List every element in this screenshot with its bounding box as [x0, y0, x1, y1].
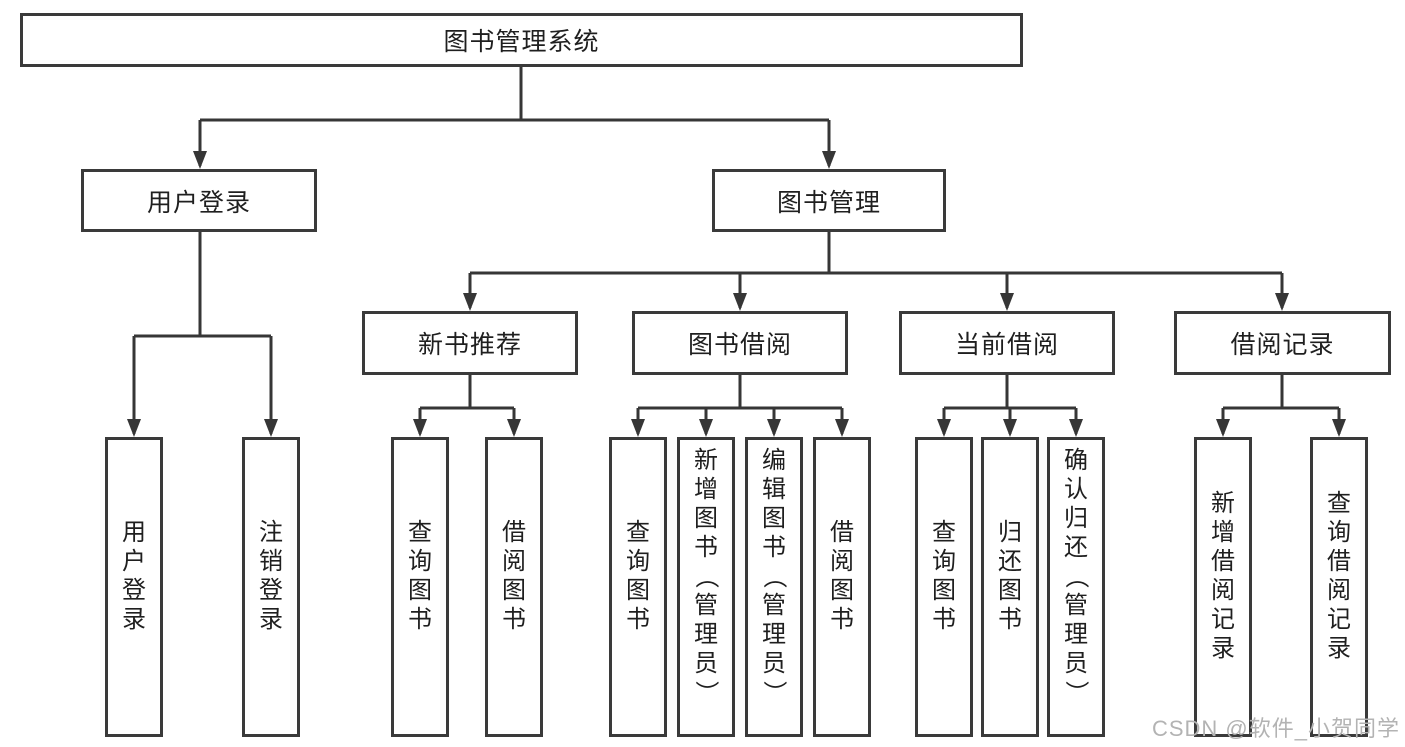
node-book-management-label: 图书管理 — [776, 188, 881, 217]
leaf-query-books-borrow-label: 查询图书 — [626, 519, 650, 633]
leaf-query-borrow-record: 查询借阅记录 — [1310, 437, 1368, 737]
leaf-borrow-books-recommend: 借阅图书 — [485, 437, 543, 737]
connector-book-borrow — [638, 375, 842, 410]
node-new-book-recommend-label: 新书推荐 — [417, 331, 522, 359]
connector-root — [200, 67, 829, 122]
leaf-query-books-current: 查询图书 — [915, 437, 973, 737]
leaf-confirm-return-admin: 确认归还（管理员） — [1047, 437, 1105, 737]
leaf-logout: 注销登录 — [242, 437, 300, 737]
leaf-return-books-label: 归还图书 — [998, 519, 1022, 633]
node-user-login-label: 用户登录 — [146, 188, 251, 217]
leaf-edit-books-admin-label: 编辑图书（管理员） — [760, 446, 788, 705]
node-book-borrow-label: 图书借阅 — [687, 331, 792, 359]
leaf-return-books: 归还图书 — [981, 437, 1039, 737]
node-root: 图书管理系统 — [20, 13, 1023, 67]
leaf-borrow-books-recommend-label: 借阅图书 — [502, 519, 526, 633]
leaf-borrow-books-label: 借阅图书 — [830, 519, 854, 633]
node-book-borrow: 图书借阅 — [632, 311, 848, 375]
connector-book-management — [470, 232, 1282, 275]
leaf-edit-books-admin: 编辑图书（管理员） — [745, 437, 803, 737]
connector-borrow-records — [1223, 375, 1339, 410]
connector-new-book — [420, 375, 514, 410]
connector-user-login — [134, 232, 271, 338]
leaf-add-books-admin-label: 新增图书（管理员） — [692, 446, 720, 705]
leaf-query-books-recommend-label: 查询图书 — [408, 519, 432, 633]
node-book-management: 图书管理 — [712, 169, 946, 232]
csdn-watermark: CSDN @软件_小贺同学 — [1151, 716, 1400, 741]
node-current-borrow-label: 当前借阅 — [954, 331, 1059, 359]
leaf-query-books-borrow: 查询图书 — [609, 437, 667, 737]
node-root-label: 图书管理系统 — [443, 28, 600, 56]
leaf-add-books-admin: 新增图书（管理员） — [677, 437, 735, 737]
leaf-borrow-books: 借阅图书 — [813, 437, 871, 737]
leaf-user-login: 用户登录 — [105, 437, 163, 737]
leaf-confirm-return-admin-label: 确认归还（管理员） — [1062, 446, 1090, 705]
leaf-query-books-current-label: 查询图书 — [932, 519, 956, 633]
node-new-book-recommend: 新书推荐 — [362, 311, 578, 375]
node-user-login: 用户登录 — [81, 169, 317, 232]
node-borrow-records: 借阅记录 — [1174, 311, 1391, 375]
node-current-borrow: 当前借阅 — [899, 311, 1115, 375]
arrowheads — [127, 151, 1346, 437]
node-borrow-records-label: 借阅记录 — [1230, 331, 1335, 359]
leaf-add-borrow-record: 新增借阅记录 — [1194, 437, 1252, 737]
leaf-user-login-label: 用户登录 — [122, 519, 146, 633]
connector-current-borrow — [944, 375, 1076, 410]
arrow-stems — [132, 120, 1341, 434]
leaf-logout-label: 注销登录 — [259, 519, 283, 633]
leaf-query-books-recommend: 查询图书 — [391, 437, 449, 737]
leaf-add-borrow-record-label: 新增借阅记录 — [1211, 490, 1235, 662]
leaf-query-borrow-record-label: 查询借阅记录 — [1327, 490, 1351, 662]
